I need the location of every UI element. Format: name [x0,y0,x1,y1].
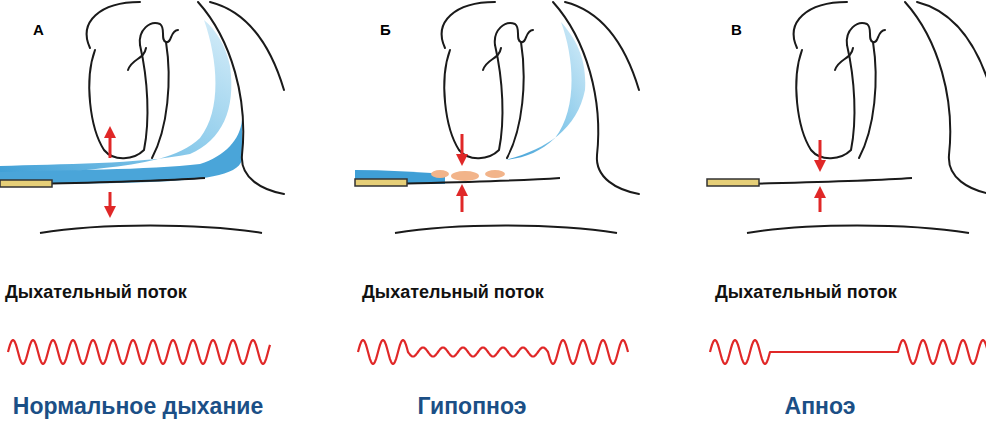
axis-label: Дыхательный поток [362,283,544,303]
panel-letter: А [33,22,44,39]
axis-label: Дыхательный поток [5,283,187,303]
panel-letter: В [731,22,742,39]
flow-wave [8,340,270,364]
flow-wave [358,340,628,364]
axis-label: Дыхательный поток [715,283,897,303]
caption: Гипопноэ [418,394,527,419]
caption: Апноэ [785,394,856,419]
panel-letter: Б [380,22,391,39]
flow-wave [710,340,986,364]
caption: Нормальное дыхание [13,394,263,419]
